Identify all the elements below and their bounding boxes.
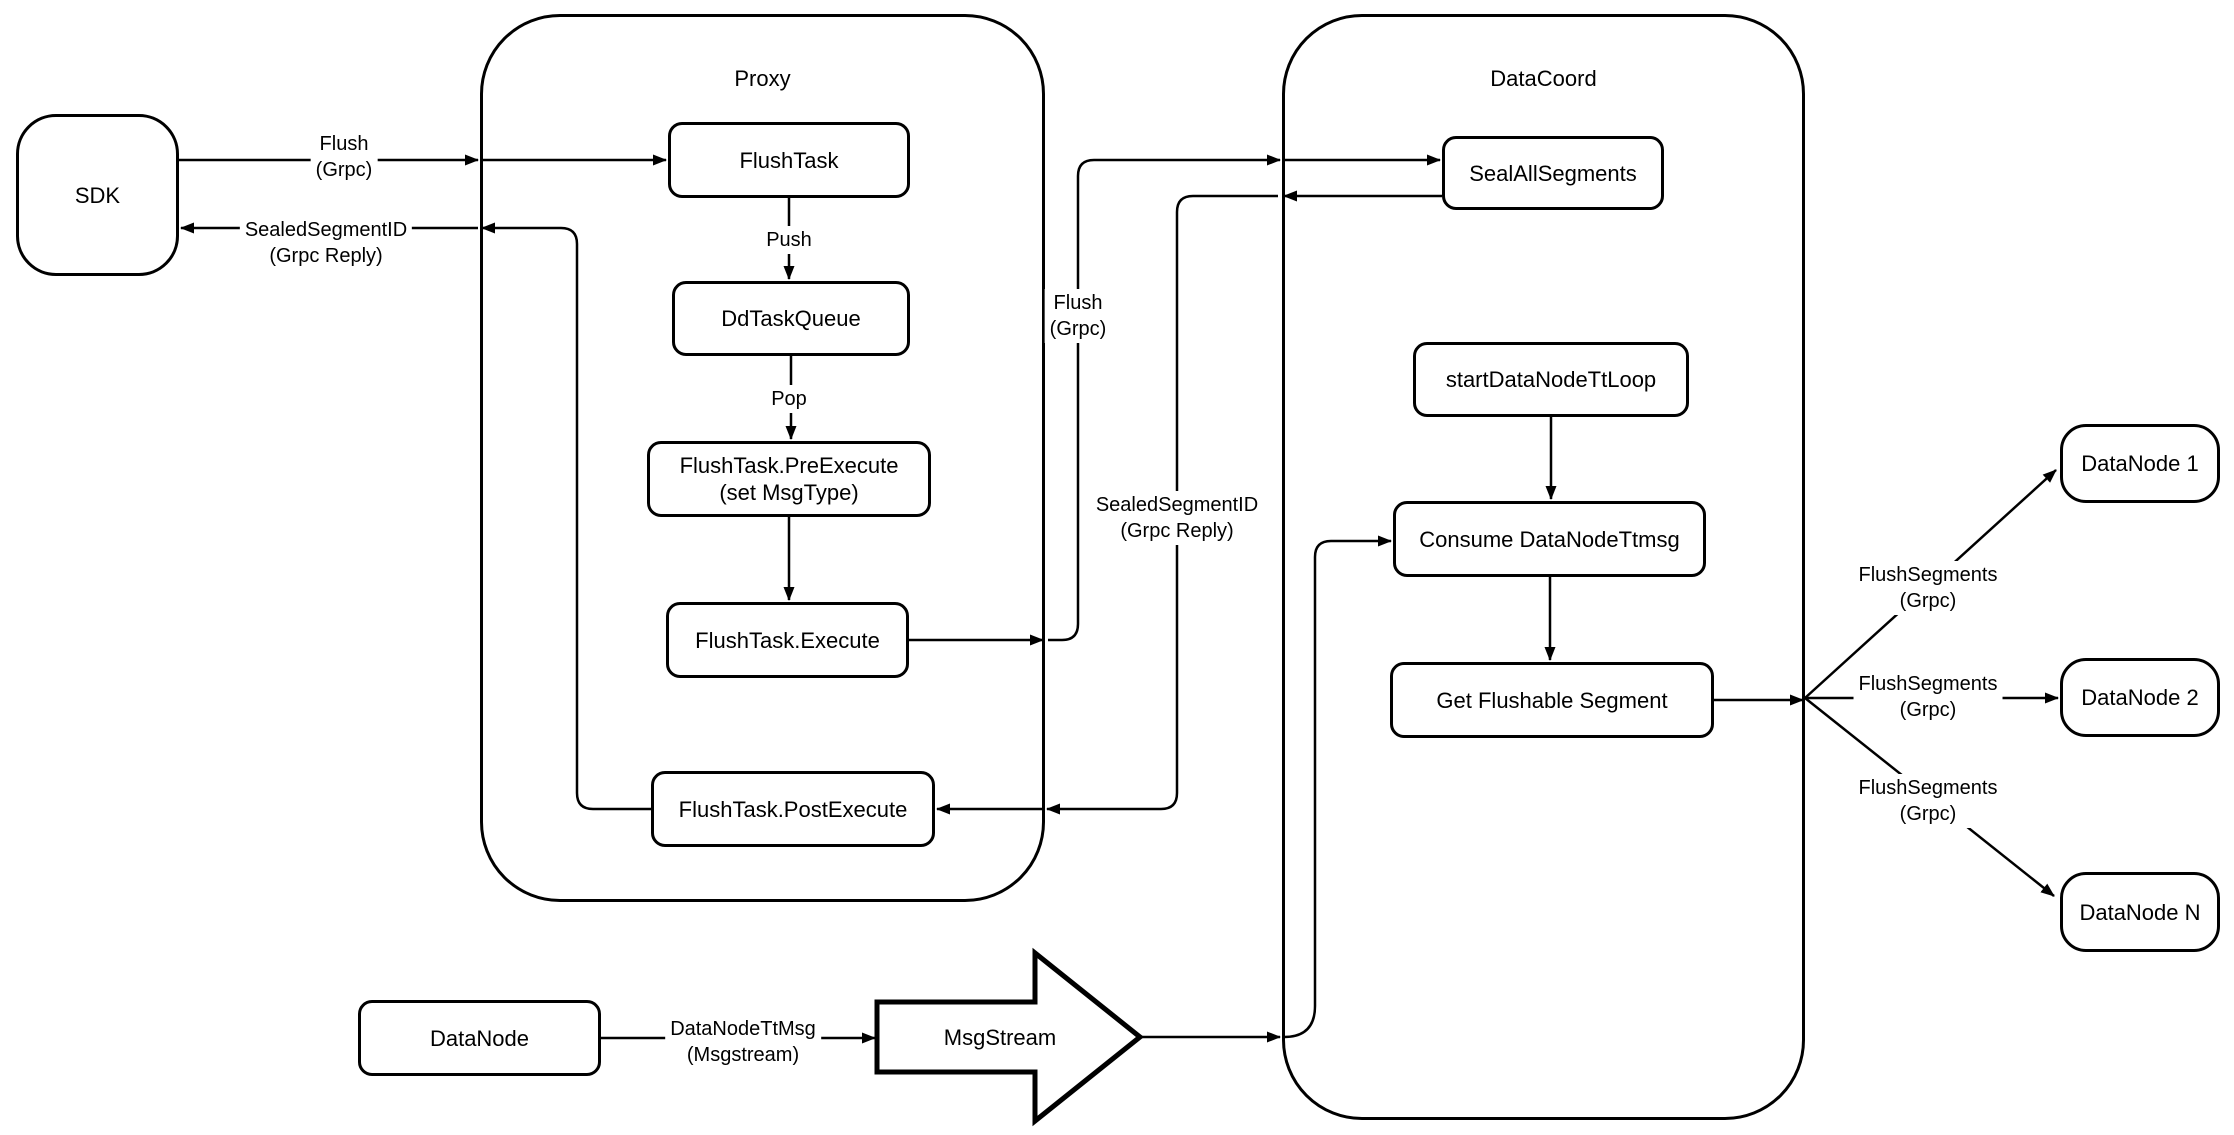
label-flushsegments-2: FlushSegments (Grpc)	[1853, 670, 2003, 724]
msgstream-label: MsgStream	[943, 1025, 1057, 1050]
node-sealallsegments: SealAllSegments	[1442, 136, 1664, 210]
label-datanodettmsg: DataNodeTtMsg (Msgstream)	[665, 1015, 821, 1069]
edge-postexecute-to-proxy-edge	[481, 222, 651, 811]
node-startdatanodettloop: startDataNodeTtLoop	[1413, 342, 1689, 417]
label-pop: Pop	[766, 385, 812, 413]
edge-up-to-consume	[1283, 535, 1392, 1039]
label-push: Push	[761, 226, 817, 254]
node-datanode-1: DataNode 1	[2060, 424, 2220, 503]
label-flush-sdk-to-proxy: Flush (Grpc)	[310, 130, 378, 184]
label-sealedsegmentid-to-proxy: SealedSegmentID (Grpc Reply)	[1090, 491, 1264, 545]
label-flush-proxy-to-datacoord: Flush (Grpc)	[1044, 289, 1112, 343]
node-datanode-2: DataNode 2	[2060, 658, 2220, 737]
node-get-flushable-segment: Get Flushable Segment	[1390, 662, 1714, 738]
msgstream-block-arrow	[874, 947, 1145, 1127]
proxy-container-title: Proxy	[734, 66, 791, 91]
label-flushsegments-n: FlushSegments (Grpc)	[1853, 774, 2003, 828]
label-flushsegments-1: FlushSegments (Grpc)	[1853, 561, 2003, 615]
edge-flush-up-to-datacoord	[1048, 154, 1281, 642]
node-flushtask: FlushTask	[668, 122, 910, 198]
node-sdk: SDK	[16, 114, 179, 276]
node-flushtask-postexecute: FlushTask.PostExecute	[651, 771, 935, 847]
node-datanode-source: DataNode	[358, 1000, 601, 1076]
datacoord-container-title: DataCoord	[1490, 66, 1597, 91]
node-consume-datanodettmsg: Consume DataNodeTtmsg	[1393, 501, 1706, 577]
node-flushtask-preexecute: FlushTask.PreExecute (set MsgType)	[647, 441, 931, 517]
node-flushtask-execute: FlushTask.Execute	[666, 602, 909, 678]
node-datanode-n: DataNode N	[2060, 872, 2220, 952]
proxy-container	[480, 14, 1045, 902]
label-sealedsegmentid-to-sdk: SealedSegmentID (Grpc Reply)	[239, 216, 413, 270]
datacoord-container	[1282, 14, 1805, 1120]
node-ddtaskqueue: DdTaskQueue	[672, 281, 910, 356]
